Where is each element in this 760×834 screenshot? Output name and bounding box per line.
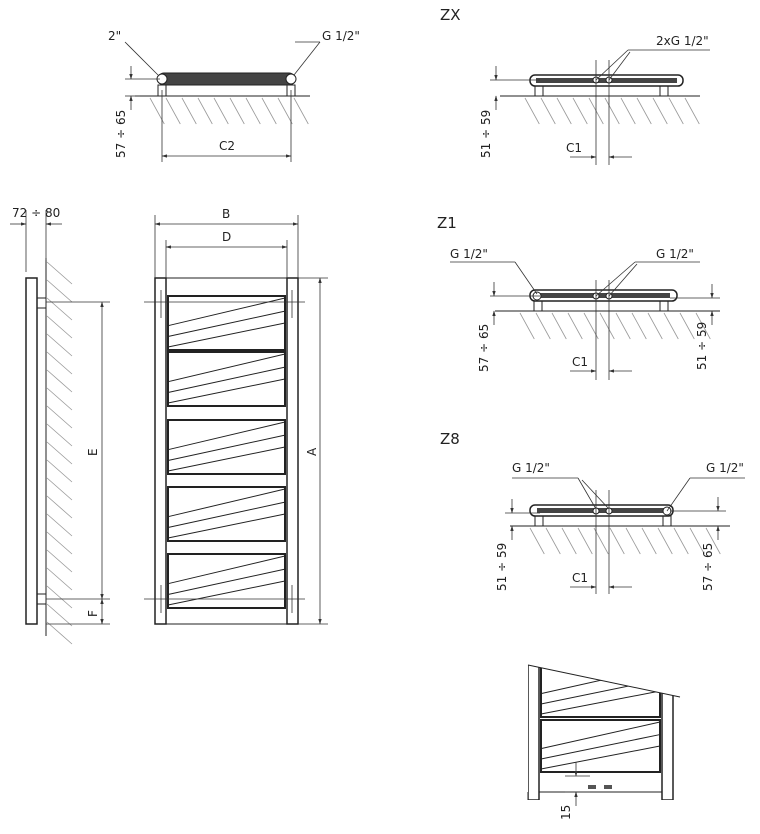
label-height-top-left: 57 ÷ 65	[114, 110, 128, 158]
dim-a-label: A	[305, 447, 319, 456]
wall-hatch-z8	[529, 527, 721, 555]
z8-height-left: 51 ÷ 59	[495, 543, 509, 591]
zx-title: ZX	[440, 6, 461, 24]
z8-c1-label: C1	[572, 571, 588, 585]
side-view: 72 ÷ 80 E F	[10, 206, 110, 645]
z1-height-right: 51 ÷ 59	[695, 322, 709, 370]
z1-thread-right: G 1/2"	[656, 247, 694, 261]
label-c2: C2	[219, 139, 235, 153]
left-rail	[154, 277, 167, 625]
dim-b-label: B	[222, 207, 230, 221]
zx-c1-label: C1	[566, 141, 582, 155]
right-connector-circle	[285, 73, 297, 85]
z1-thread-left: G 1/2"	[450, 247, 488, 261]
z8-connection-view: Z8 G 1/2" G 1/2" 51 ÷ 59 57 ÷ 65 C1	[440, 430, 745, 594]
z8-height-right: 57 ÷ 65	[701, 543, 715, 591]
z8-title: Z8	[440, 430, 460, 448]
bottom-gap-label: 15	[559, 805, 573, 820]
label-thread-top-left: G 1/2"	[322, 29, 360, 43]
z8-thread-right: G 1/2"	[706, 461, 744, 475]
dim-f-label: F	[86, 610, 100, 617]
zx-height-label: 51 ÷ 59	[479, 110, 493, 158]
top-left-connection-view: 2" G 1/2" 57 ÷ 65 C2	[108, 29, 360, 162]
side-depth-label: 72 ÷ 80	[12, 206, 60, 220]
front-panels	[167, 295, 286, 609]
front-view: B D A	[144, 207, 328, 625]
z1-height-left: 57 ÷ 65	[477, 324, 491, 372]
dim-d-label: D	[222, 230, 231, 244]
zx-thread-label: 2xG 1/2"	[656, 34, 709, 48]
z1-title: Z1	[437, 214, 457, 232]
wall-hatch-top-left	[149, 97, 309, 125]
bottom-detail-view: 15	[527, 664, 681, 820]
collector-bar	[157, 72, 296, 86]
z1-connection-view: Z1 G 1/2" G 1/2" 57 ÷ 65 51 ÷ 59 C1	[437, 214, 720, 380]
zx-connection-view: ZX 2xG 1/2" 51 ÷ 59 C1	[440, 6, 710, 165]
z8-thread-left: G 1/2"	[512, 461, 550, 475]
wall-hatch-z1	[519, 312, 711, 340]
z1-c1-label: C1	[572, 355, 588, 369]
side-radiator-profile	[25, 277, 38, 625]
label-2-inch: 2"	[108, 29, 121, 43]
wall-hatch-zx	[524, 97, 700, 125]
wall-hatch-side	[46, 261, 73, 645]
dim-e-label: E	[86, 448, 100, 456]
right-rail	[286, 277, 299, 625]
